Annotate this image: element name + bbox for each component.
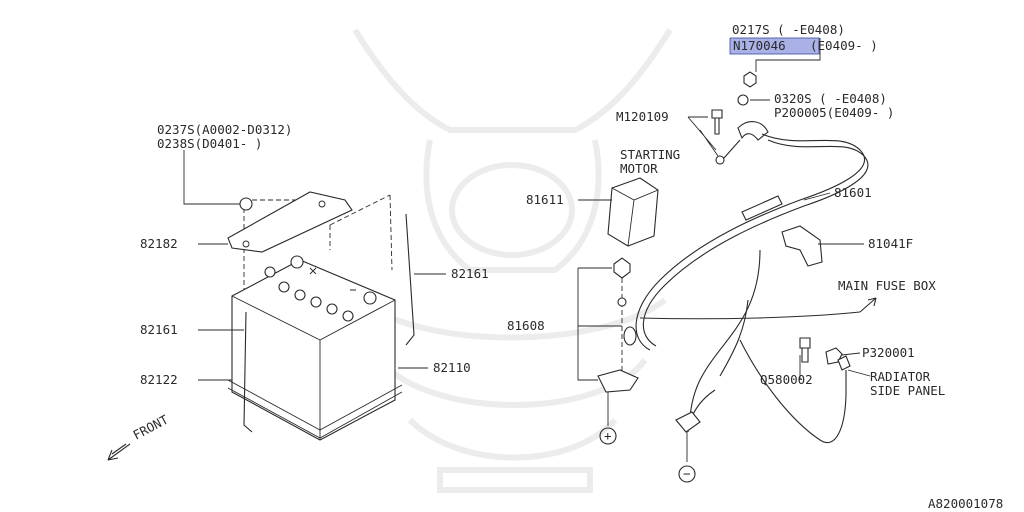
- nut-0237s: [239, 197, 253, 211]
- label-q580002: Q580002: [760, 372, 813, 387]
- cable-assembly: [577, 38, 877, 483]
- label-82110: 82110: [433, 360, 471, 375]
- label-81041f: 81041F: [868, 236, 913, 251]
- label-81601: 81601: [834, 185, 872, 200]
- neg-terminal: [675, 411, 701, 433]
- battery-82110: [231, 259, 396, 441]
- battery-caps: [264, 255, 377, 322]
- front-arrow: [107, 443, 131, 461]
- label-main-fuse-box: MAIN FUSE BOX: [838, 278, 936, 293]
- label-figure-id: A820001078: [928, 496, 1003, 511]
- cover-81611: [607, 177, 659, 247]
- bolt-m120109: [711, 109, 723, 135]
- label-82122: 82122: [140, 372, 178, 387]
- label-0217s: 0217S ( -E0408): [732, 22, 845, 37]
- label-plus: +: [604, 428, 612, 443]
- grommet-81601: [741, 195, 783, 221]
- pos-terminal: [597, 369, 639, 393]
- rod-82161-right: [405, 213, 415, 346]
- label-radiator-side-panel: RADIATOR SIDE PANEL: [870, 369, 945, 398]
- label-82161-left: 82161: [140, 322, 178, 337]
- label-m120109: M120109: [616, 109, 669, 124]
- highlight-box: [729, 37, 820, 55]
- bolt-p320001: [799, 337, 811, 363]
- label-minus: −: [683, 466, 691, 481]
- label-front: FRONT: [130, 412, 171, 443]
- bracket-81041f: [781, 225, 823, 267]
- label-82182: 82182: [140, 236, 178, 251]
- label-0320s-p200005: 0320S ( -E0408) P200005(E0409- ): [774, 91, 894, 120]
- label-starting-motor: STARTING MOTOR: [620, 147, 688, 176]
- washer-0320s: [737, 94, 749, 106]
- battery-assembly: [107, 150, 446, 461]
- label-n170046[interactable]: N170046: [733, 38, 786, 53]
- nut-n170046: [743, 71, 757, 88]
- label-n170046-suffix: (E0409- ): [810, 38, 878, 53]
- positive-symbol: [599, 427, 617, 445]
- label-82161-right: 82161: [451, 266, 489, 281]
- label-81611: 81611: [526, 192, 564, 207]
- rod-82161-left: [243, 311, 253, 433]
- label-0237s-0238s: 0237S(A0002-D0312) 0238S(D0401- ): [157, 122, 300, 151]
- label-p320001: P320001: [862, 345, 915, 360]
- label-81608: 81608: [507, 318, 545, 333]
- negative-symbol: [678, 465, 696, 483]
